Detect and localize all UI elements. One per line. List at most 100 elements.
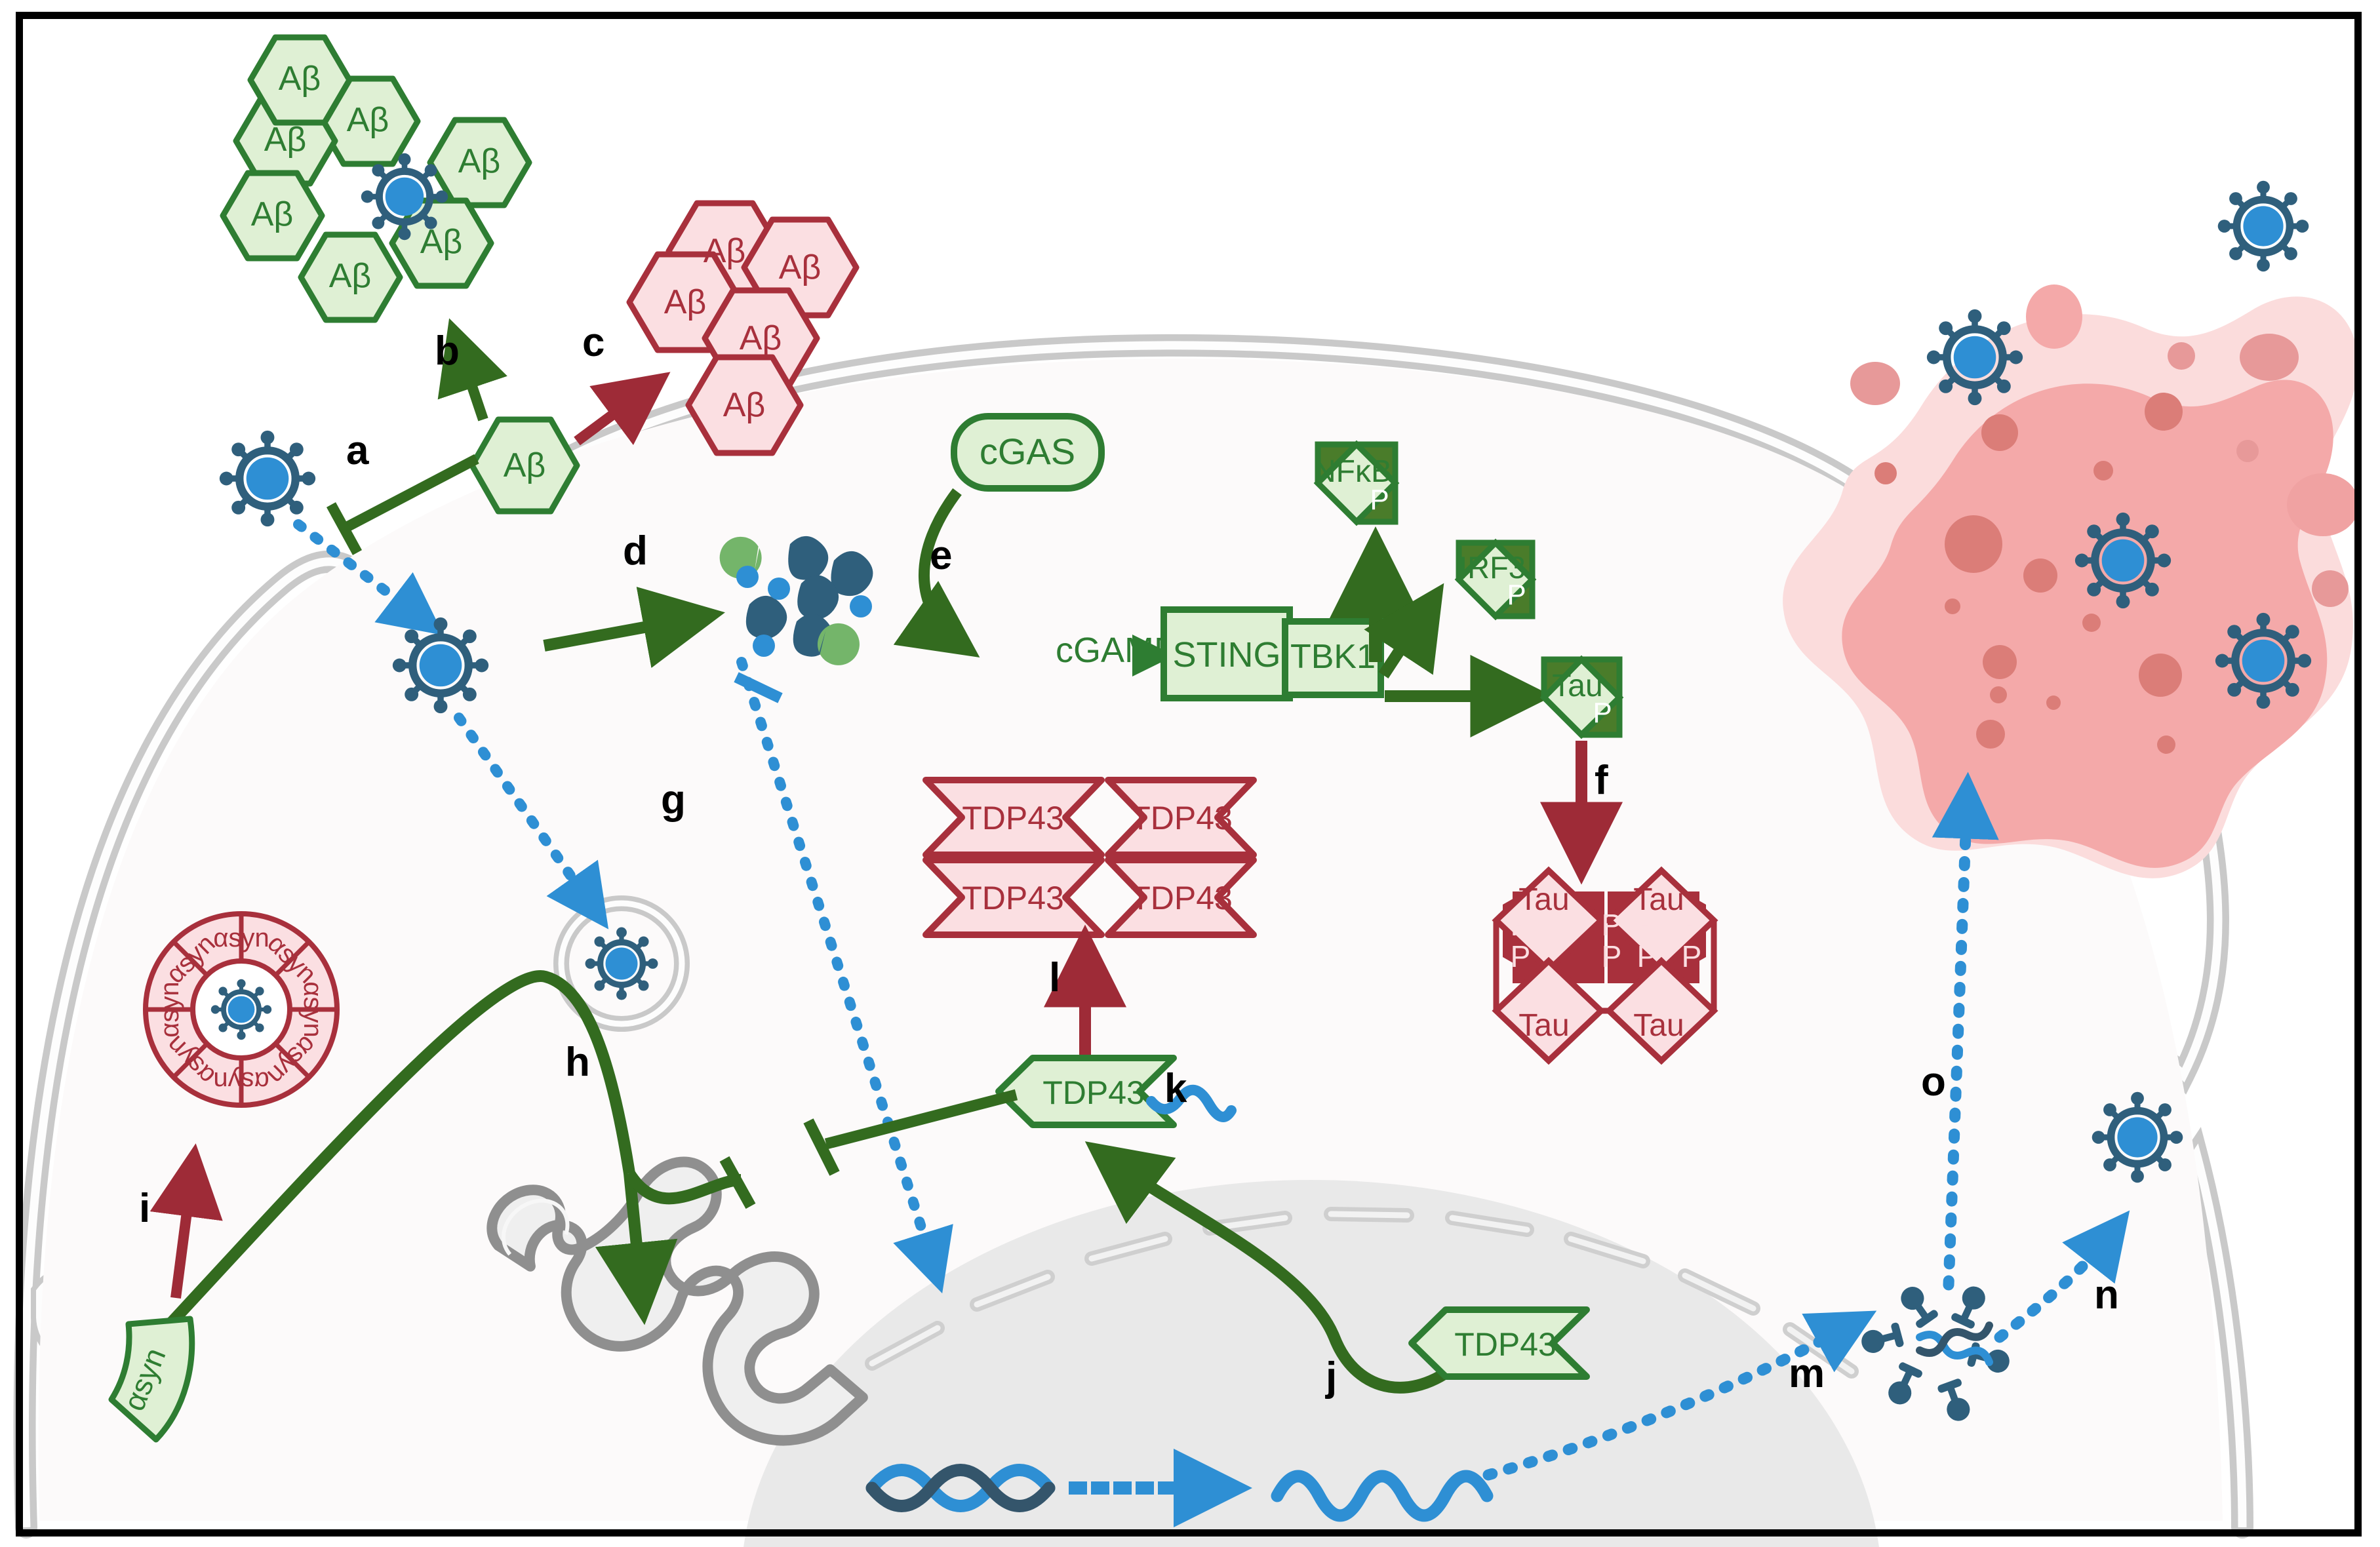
tau-phospho-node[interactable]: Tau P	[1539, 655, 1624, 739]
tau-aggregate: Tau Tau Tau Tau P P P P P P P P	[1492, 866, 1718, 1065]
cytoplasm	[38, 359, 2223, 1521]
phospho-label: P	[1511, 908, 1531, 942]
sting-label: STING	[1172, 635, 1280, 675]
step-label-n: n	[2094, 1272, 2119, 1318]
abeta-label: Aβ	[264, 121, 307, 159]
phospho-label: P	[1593, 697, 1612, 729]
arrow-c	[574, 372, 671, 446]
asyn-label: αsyn	[155, 981, 184, 1037]
phospho-label: P	[1602, 908, 1622, 942]
arrow-h-to-er	[595, 1173, 678, 1325]
step-label-c: c	[582, 320, 605, 365]
nfkb-node[interactable]: NFκB P	[1313, 440, 1400, 526]
arrow-j	[1084, 1141, 1467, 1394]
viral-degradation-products	[719, 536, 873, 665]
tbk1-label: TBK1	[1290, 638, 1376, 676]
dna-icon	[865, 1464, 1056, 1512]
inhibitor-a-bar	[326, 502, 363, 555]
abeta-label: Aβ	[664, 283, 707, 321]
abeta-label: Aβ	[704, 232, 746, 270]
abeta-label: Aβ	[504, 446, 546, 484]
inhibitor-k-bar	[803, 1118, 840, 1176]
endosome	[553, 895, 690, 1032]
asyn-monomer[interactable]: αsyn	[108, 1316, 195, 1443]
asyn-label: αsyn	[213, 924, 269, 952]
abeta-oligomer-green: Aβ Aβ Aβ Aβ Aβ Aβ Aβ	[220, 34, 532, 323]
figure-border	[16, 12, 2362, 1537]
arrow-endosome-in	[454, 713, 609, 930]
step-label-f: f	[1595, 758, 1608, 803]
nucleus	[744, 1180, 1879, 1547]
tau-label: Tau	[1518, 1008, 1569, 1043]
abeta-label: Aβ	[279, 60, 321, 98]
arrow-h-branch	[624, 1169, 742, 1205]
phospho-label: P	[1637, 939, 1657, 973]
viral-assembly	[1858, 1282, 2013, 1425]
cgamp-arrowhead	[1132, 635, 1175, 676]
arrow-to-irf3	[1364, 583, 1444, 678]
abeta-label: Aβ	[779, 248, 822, 286]
mrna-icon	[1271, 1470, 1494, 1522]
tau-label: Tau	[1633, 1008, 1684, 1043]
arrow-o	[1932, 772, 1999, 1291]
tdp43-label: TDP43	[962, 880, 1064, 916]
phospho-label: P	[1682, 908, 1702, 942]
step-label-j: j	[1326, 1354, 1338, 1400]
arrow-n	[1994, 1210, 2130, 1343]
arrow-g-dotted	[736, 657, 953, 1294]
tdp43-cytoplasm-node[interactable]: TDP43	[995, 1055, 1237, 1128]
inhibitor-h-bar	[719, 1156, 756, 1209]
arrow-m	[1482, 1310, 1877, 1481]
arrow-virus-entry	[293, 519, 444, 636]
phospho-label: P	[1511, 939, 1531, 973]
tau-label: Tau	[1633, 882, 1684, 917]
step-label-a: a	[346, 428, 369, 473]
arrow-h	[159, 970, 635, 1335]
cgas-label: cGAS	[980, 431, 1075, 472]
inflammation-region	[1783, 284, 2359, 878]
tdp43-nucleus-node[interactable]: TDP43	[1408, 1306, 1590, 1380]
tdp43-label: TDP43	[962, 800, 1064, 836]
g-bar	[734, 672, 783, 703]
step-label-k: k	[1164, 1066, 1187, 1111]
tdp43-label: TDP43	[1130, 880, 1233, 916]
step-label-h: h	[565, 1040, 590, 1085]
tau-label: Tau	[1552, 669, 1602, 703]
arrow-e	[893, 488, 980, 658]
phospho-label: P	[1602, 939, 1622, 973]
cgas-node[interactable]: cGAS	[951, 413, 1105, 492]
irf3-node[interactable]: IRF3 P	[1454, 538, 1537, 621]
irf3-label: IRF3	[1459, 550, 1526, 585]
step-label-b: b	[435, 328, 460, 374]
tdp43-label: TDP43	[1130, 800, 1233, 836]
abeta-label: Aβ	[740, 319, 782, 357]
phospho-label: P	[1507, 579, 1526, 611]
phospho-label: P	[1370, 484, 1389, 516]
step-label-o: o	[1921, 1059, 1946, 1105]
arrow-k	[824, 1089, 1018, 1150]
tdp43-aggregate: TDP43 TDP43 TDP43 TDP43	[922, 777, 1257, 938]
phospho-label: P	[1682, 939, 1702, 973]
step-label-i: i	[139, 1186, 151, 1231]
step-label-g: g	[661, 777, 686, 823]
tdp43-label: TDP43	[1042, 1074, 1145, 1111]
abeta-label: Aβ	[329, 257, 372, 295]
step-label-e: e	[930, 533, 953, 578]
nfkb-label: NFκB	[1313, 454, 1392, 489]
abeta-label: Aβ	[420, 223, 463, 261]
asyn-label: αsyn	[298, 981, 327, 1037]
asyn-label: αsyn	[213, 1067, 269, 1095]
abeta-label: Aβ	[347, 101, 389, 139]
rna-icon	[1146, 1084, 1237, 1122]
step-label-m: m	[1789, 1351, 1825, 1396]
step-label-d: d	[623, 528, 648, 574]
abeta-label: Aβ	[251, 195, 294, 233]
arrow-i	[149, 1143, 223, 1299]
phospho-label: P	[1637, 908, 1657, 942]
step-label-l: l	[1049, 955, 1061, 1000]
abeta-plaque-red: Aβ Aβ Aβ Aβ Aβ	[626, 200, 860, 456]
tau-label: Tau	[1518, 882, 1569, 917]
arrow-d	[543, 587, 725, 669]
